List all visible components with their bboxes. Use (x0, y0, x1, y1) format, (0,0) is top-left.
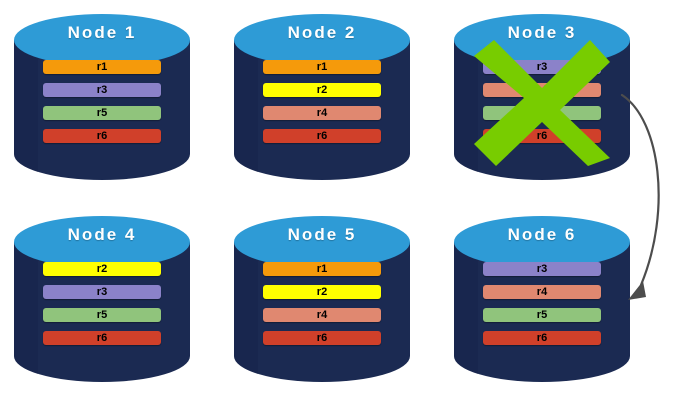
replica-bar-r2[interactable]: r2 (43, 262, 161, 276)
replica-bar-r4[interactable]: r4 (263, 308, 381, 322)
replica-bar-r2[interactable]: r2 (263, 83, 381, 97)
replica-list: r3 r4 r5 r6 (483, 60, 601, 152)
replica-bar-r4[interactable]: r4 (263, 106, 381, 120)
replica-list: r1 r2 r4 r6 (263, 60, 381, 152)
replica-bar-r6[interactable]: r6 (263, 331, 381, 345)
replica-bar-r1[interactable]: r1 (263, 60, 381, 74)
replica-list: r2 r3 r5 r6 (43, 262, 161, 354)
replica-bar-r3[interactable]: r3 (43, 285, 161, 299)
replica-bar-r4[interactable]: r4 (483, 285, 601, 299)
replica-bar-r3[interactable]: r3 (43, 83, 161, 97)
replica-bar-r6[interactable]: r6 (43, 331, 161, 345)
replica-list: r1 r2 r4 r6 (263, 262, 381, 354)
replica-bar-r5[interactable]: r5 (43, 106, 161, 120)
replica-bar-r6[interactable]: r6 (263, 129, 381, 143)
replica-bar-r1[interactable]: r1 (263, 262, 381, 276)
replica-bar-r1[interactable]: r1 (43, 60, 161, 74)
replica-bar-r3[interactable]: r3 (483, 262, 601, 276)
replica-bar-r5[interactable]: r5 (483, 106, 601, 120)
replica-bar-r6[interactable]: r6 (43, 129, 161, 143)
replica-bar-r5[interactable]: r5 (483, 308, 601, 322)
replica-list: r3 r4 r5 r6 (483, 262, 601, 354)
replica-bar-r4[interactable]: r4 (483, 83, 601, 97)
replica-bar-r2[interactable]: r2 (263, 285, 381, 299)
replica-bar-r6[interactable]: r6 (483, 129, 601, 143)
replica-list: r1 r3 r5 r6 (43, 60, 161, 152)
replica-bar-r6[interactable]: r6 (483, 331, 601, 345)
replica-bar-r5[interactable]: r5 (43, 308, 161, 322)
replica-bar-r3[interactable]: r3 (483, 60, 601, 74)
